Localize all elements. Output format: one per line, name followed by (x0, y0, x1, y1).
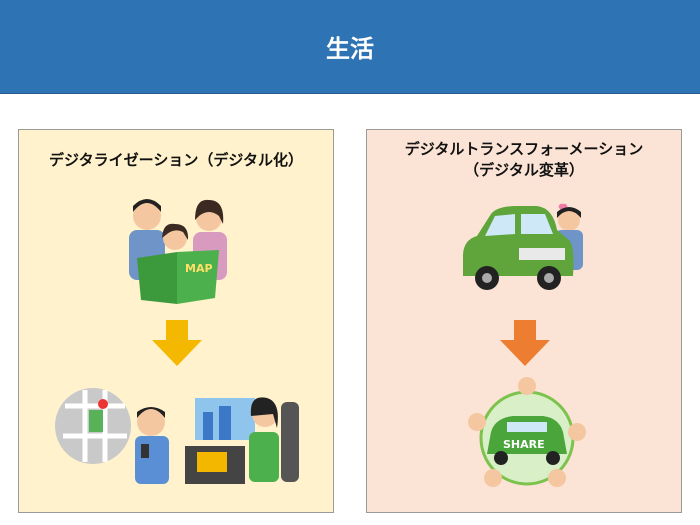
header-bar: 生活 (0, 0, 700, 94)
down-arrow-icon (152, 320, 202, 366)
digital-transformation-panel: デジタルトランスフォーメーション （デジタル変革） SHARE (366, 129, 682, 513)
digitalization-title: デジタライゼーション（デジタル化） (48, 151, 304, 169)
down-arrow-icon (500, 320, 550, 366)
dx-title-line1: デジタルトランスフォーメーション (404, 140, 644, 158)
page-title: 生活 (326, 35, 374, 63)
car-sharing-illustration: SHARE (468, 377, 586, 487)
car-navigation-illustration (185, 397, 299, 484)
car-owner-illustration (463, 203, 583, 290)
digitalization-panel: デジタライゼーション（デジタル化） MAP (18, 129, 334, 513)
smartphone-map-illustration (55, 388, 169, 484)
dx-title-line2: （デジタル変革） (464, 161, 584, 179)
map-label: MAP (185, 262, 213, 275)
family-map-illustration: MAP (129, 199, 227, 304)
share-label: SHARE (503, 438, 545, 451)
